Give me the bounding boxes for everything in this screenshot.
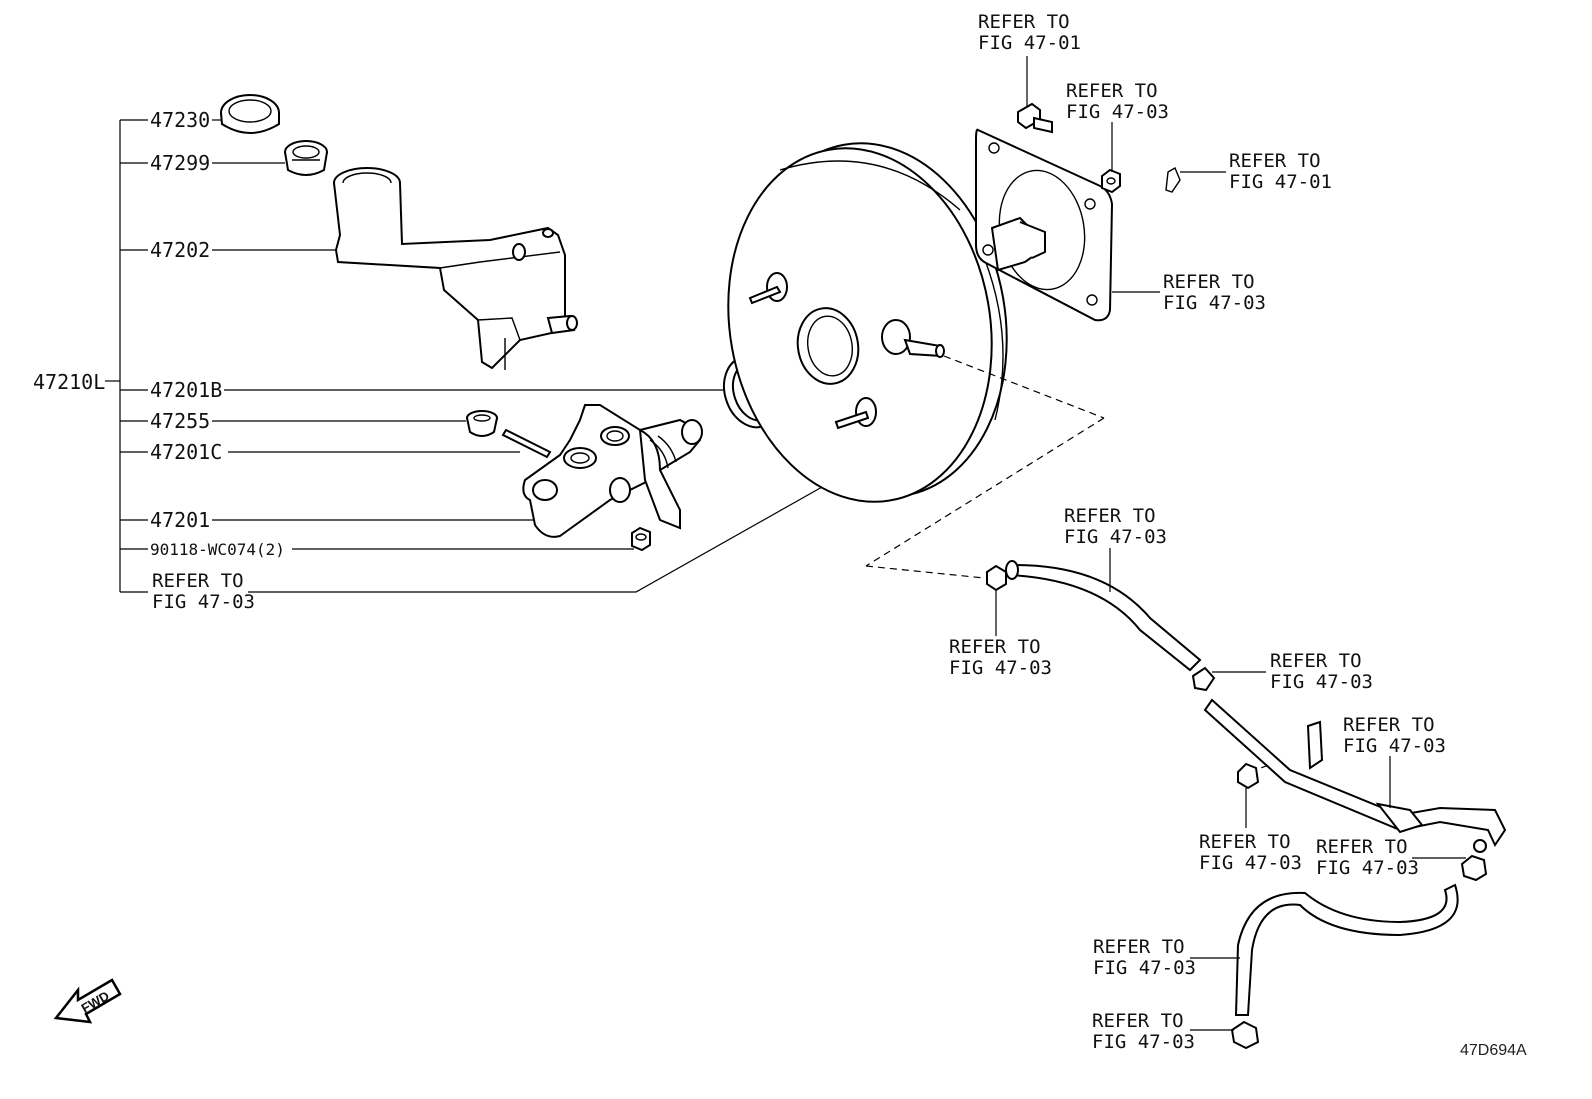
booster-refer-leaders: [1026, 56, 1226, 293]
clevis-nut[interactable]: [1101, 168, 1121, 194]
hose-clamp-1[interactable]: [986, 564, 1007, 592]
reservoir-cap[interactable]: [220, 94, 280, 134]
hose-clamp-4[interactable]: [1230, 1020, 1260, 1050]
callout-bracket: [105, 119, 148, 593]
pipe-grommet[interactable]: [1237, 762, 1260, 790]
refer-labels: REFER TO FIG 47-01 REFER TO FIG 47-03 RE…: [949, 11, 1446, 1053]
part-number-47202[interactable]: 47202: [150, 238, 210, 262]
hose-clamp-2[interactable]: [1191, 666, 1216, 692]
refer-to-label: REFER TO: [1093, 936, 1185, 958]
vacuum-hose-upper[interactable]: [1005, 560, 1202, 672]
vacuum-pipe[interactable]: [1203, 698, 1507, 853]
refer-to-fig[interactable]: FIG 47-03: [1092, 1031, 1195, 1053]
vacuum-hose-lower[interactable]: [1234, 883, 1459, 1016]
hose-refer-leaders: [995, 548, 1466, 1031]
refer-to-fig[interactable]: FIG 47-03: [1270, 671, 1373, 693]
refer-to-fig[interactable]: FIG 47-03: [1093, 957, 1196, 979]
refer-to-label: REFER TO: [1229, 150, 1321, 172]
clevis-pin[interactable]: [1017, 102, 1053, 134]
refer-to-fig[interactable]: FIG 47-01: [978, 32, 1081, 54]
refer-to-label: REFER TO: [1270, 650, 1362, 672]
cotter-clip[interactable]: [1165, 166, 1181, 193]
refer-to-label: REFER TO: [1199, 831, 1291, 853]
refer-to-label: REFER TO: [1064, 505, 1156, 527]
part-number-47230[interactable]: 47230: [150, 108, 210, 132]
refer-to-fig[interactable]: FIG 47-03: [1316, 857, 1419, 879]
part-number-47201C[interactable]: 47201C: [150, 440, 222, 464]
refer-to-fig[interactable]: FIG 47-03: [1064, 526, 1167, 548]
refer-to-label: REFER TO: [1316, 836, 1408, 858]
refer-to-fig[interactable]: FIG 47-03: [1066, 101, 1169, 123]
refer-to-fig[interactable]: FIG 47-03: [1343, 735, 1446, 757]
retaining-pin[interactable]: [501, 428, 552, 459]
brake-fluid-reservoir[interactable]: [333, 167, 578, 370]
refer-to-fig[interactable]: FIG 47-03: [1163, 292, 1266, 314]
brake-booster[interactable]: [701, 122, 1034, 523]
diagram-id: 47D694A: [1460, 1042, 1527, 1059]
refer-to-label: REFER TO: [1343, 714, 1435, 736]
part-number-47299[interactable]: 47299: [150, 151, 210, 175]
fwd-arrow-icon: FWD: [53, 978, 122, 1024]
refer-to-label: REFER TO: [949, 636, 1041, 658]
part-number-47255[interactable]: 47255: [150, 409, 210, 433]
refer-to-fig[interactable]: FIG 47-03: [1199, 852, 1302, 874]
refer-to-fig[interactable]: FIG 47-01: [1229, 171, 1332, 193]
leader-lines: [212, 119, 839, 593]
refer-to-label: REFER TO: [152, 570, 244, 592]
part-number-47210L[interactable]: 47210L: [33, 370, 105, 394]
refer-to-label: REFER TO: [978, 11, 1070, 33]
refer-to-fig[interactable]: FIG 47-03: [152, 591, 255, 613]
brake-master-cylinder[interactable]: [522, 404, 703, 538]
part-number-47201B[interactable]: 47201B: [150, 378, 222, 402]
hex-nut[interactable]: [631, 526, 651, 552]
hose-clamp-3[interactable]: [1460, 854, 1488, 882]
booster-gasket[interactable]: [975, 128, 1114, 322]
part-number-90118-WC074[interactable]: 90118-WC074(2): [150, 540, 285, 559]
part-number-47201[interactable]: 47201: [150, 508, 210, 532]
refer-to-fig[interactable]: FIG 47-03: [949, 657, 1052, 679]
refer-to-label: REFER TO: [1066, 80, 1158, 102]
refer-to-label: REFER TO: [1163, 271, 1255, 293]
refer-to-label: REFER TO: [1092, 1010, 1184, 1032]
reservoir-strainer[interactable]: [284, 140, 328, 176]
grommet[interactable]: [466, 410, 498, 437]
